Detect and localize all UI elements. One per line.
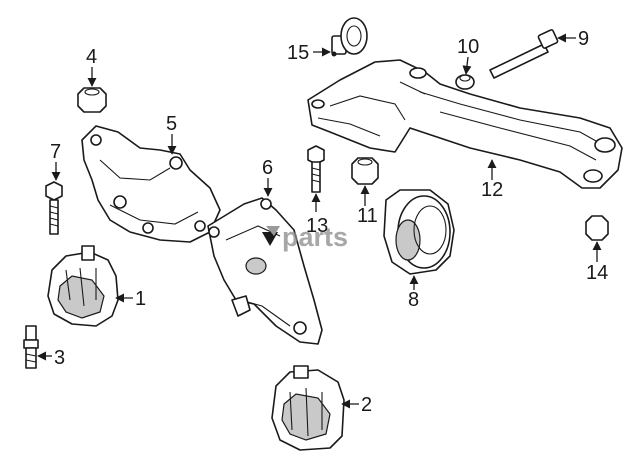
callout-5: 5	[166, 113, 177, 135]
callout-12: 12	[481, 179, 503, 201]
bracket-5-part	[81, 125, 221, 243]
callout-1: 1	[135, 288, 146, 310]
callout-leaders	[37, 33, 602, 409]
nut-10-part	[455, 74, 475, 90]
callout-11: 11	[357, 205, 378, 227]
engine-mount-2-part	[271, 365, 345, 451]
nut-14-part	[585, 215, 609, 241]
bumper-part	[331, 17, 368, 57]
callout-2: 2	[361, 394, 372, 416]
transmission-mount-part	[383, 189, 455, 275]
callout-13: 13	[306, 215, 328, 237]
callout-9: 9	[578, 28, 589, 50]
leader-10	[462, 56, 472, 75]
nut-4-part	[77, 87, 107, 113]
callout-14: 14	[586, 262, 608, 284]
callout-4: 4	[86, 46, 97, 68]
callout-10: 10	[457, 36, 479, 58]
crossmember-part	[307, 59, 623, 189]
callout-6: 6	[262, 157, 273, 179]
callout-7: 7	[50, 141, 61, 163]
watermark-logo-icon	[262, 226, 280, 246]
stud-3-part	[23, 325, 39, 369]
bolt-13-part	[307, 145, 325, 193]
callout-15: 15	[287, 42, 309, 64]
callout-3: 3	[54, 347, 65, 369]
watermark: parts	[262, 222, 348, 252]
watermark-text: parts	[282, 222, 348, 252]
callout-numbers: 1 2 3 4 5 6 7 8 9 10 11 12 13 14 15	[50, 28, 608, 416]
engine-mount-1-part	[47, 245, 119, 327]
long-bolt-part	[489, 29, 559, 79]
nut-11-part	[351, 157, 379, 185]
callout-8: 8	[408, 289, 419, 311]
bracket-6-part	[207, 197, 323, 345]
bolt-7-part	[45, 181, 63, 235]
